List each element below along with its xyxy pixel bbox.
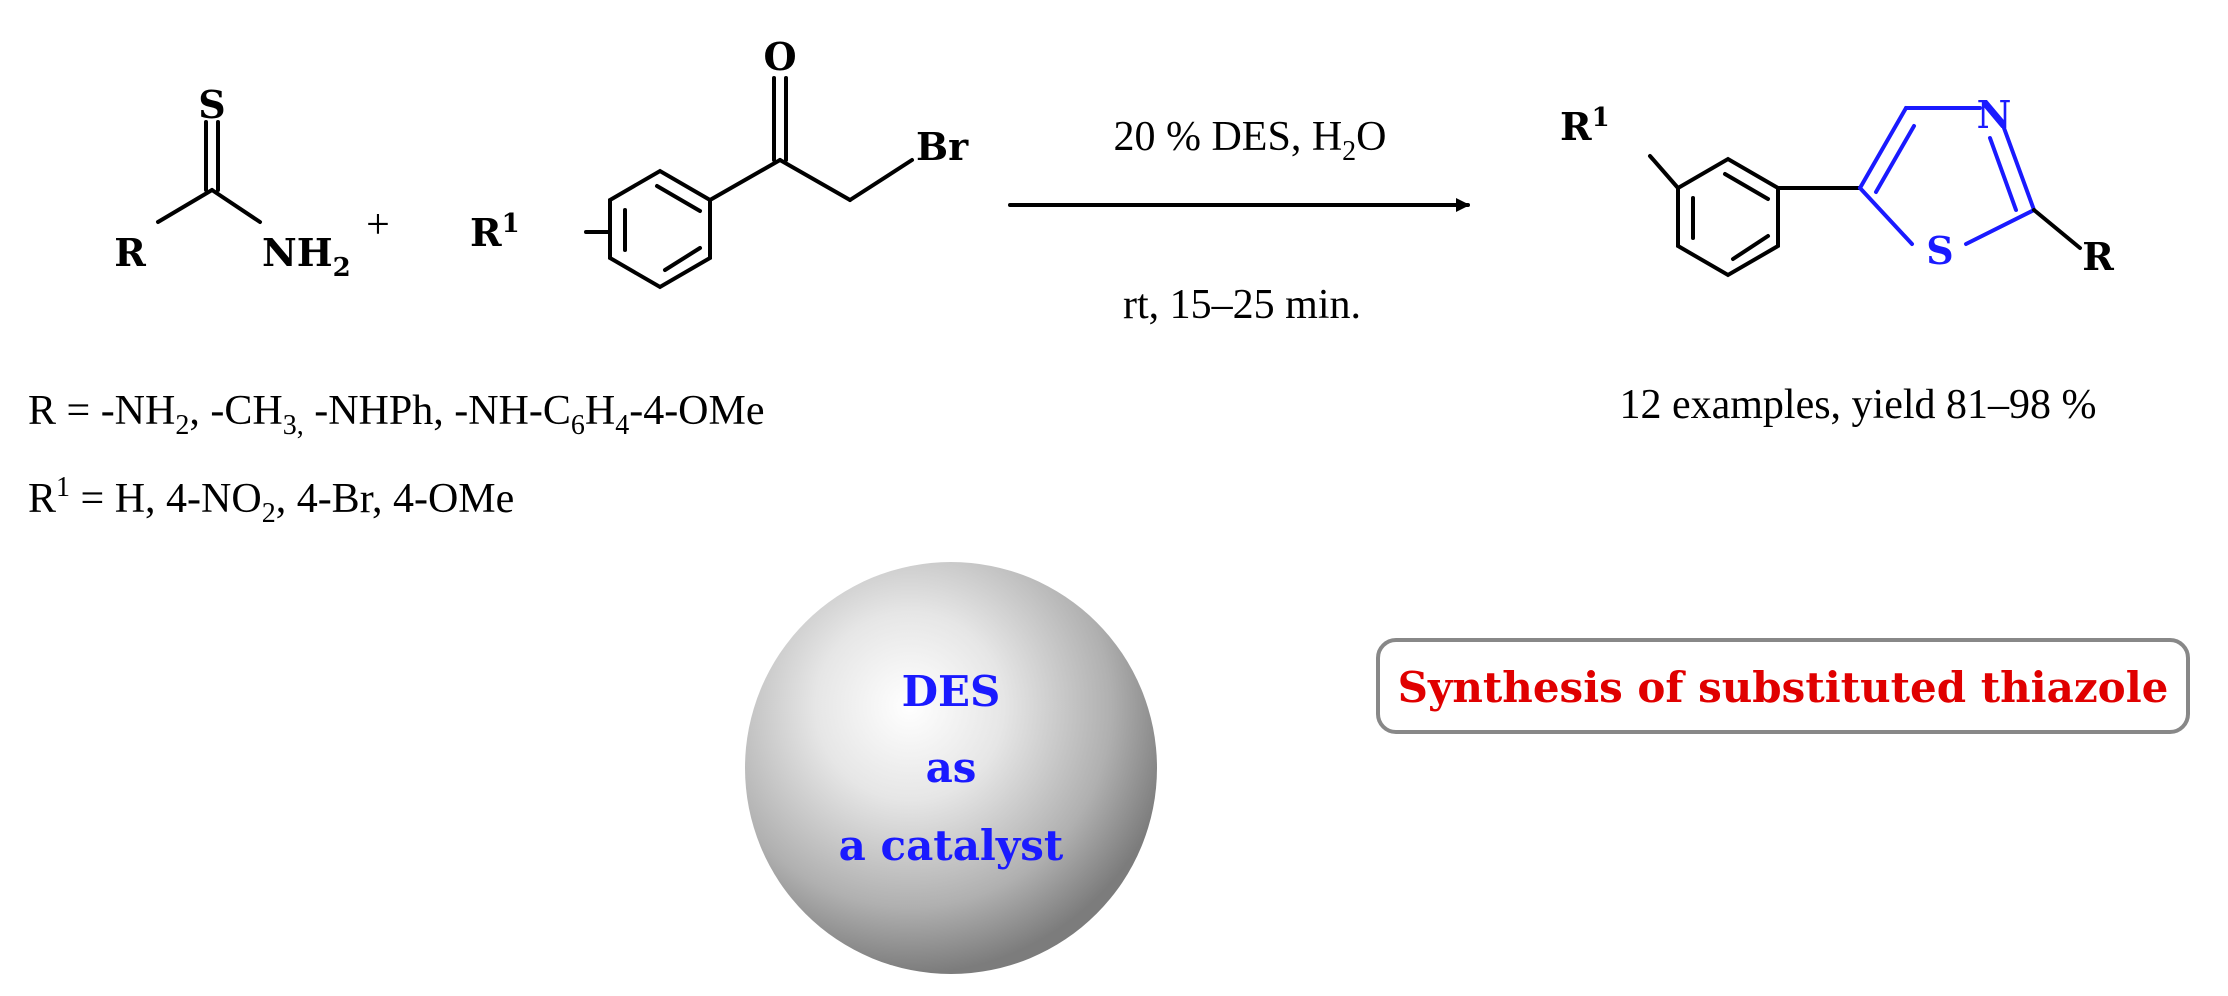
catalyst-line-1: DES [902,667,1001,716]
label-box-border [1376,638,2190,734]
sphere-shape [745,562,1157,974]
bond-r-c [156,188,214,224]
thioamide-structure: S R NH2 [114,82,351,283]
sulfur-atom: S [198,82,225,127]
catalyst-line-3: a catalyst [839,821,1064,870]
plus-sign: + [366,202,390,248]
bond-ring-carbonyl [708,158,782,202]
r1-substituent: R1 [470,209,520,255]
synthesis-label-text: Synthesis of substituted thiazole [1398,663,2169,712]
thiazole-n-c2-double [1988,136,2018,212]
yield-text: 12 examples, yield 81–98 % [1619,382,2096,428]
product-bond-r [2032,208,2082,250]
benzene-ring [608,168,712,290]
amine-atom: NH2 [262,230,351,283]
product-r-group: R [2082,234,2114,279]
bromine-atom: Br [916,124,969,169]
r-substituent-list: R = -NH2, -CH3, -NHPh, -NH-C6H4-4-OMe [28,388,765,441]
product-ring-double-3 [1731,234,1770,261]
synthesis-label-box: Synthesis of substituted thiazole [1376,638,2190,734]
oxygen-atom: O [763,34,796,79]
bond-ch2-br [848,158,914,202]
thiazole-n-c2 [2002,126,2036,212]
catalyst-line-2: as [926,743,977,792]
thiazole-c2-s [1964,208,2036,246]
thiazole-c5-c4-double [1874,124,1916,194]
ring-double-bond-3 [663,246,702,272]
catalyst-sphere: DES as a catalyst [745,562,1157,974]
conditions-top: 20 % DES, H2O [1113,114,1386,167]
r-group-atom: R [114,230,146,275]
thiazole-nitrogen: N [1977,92,2012,137]
thiazole-c5-c4 [1858,106,1908,190]
ring-double-bond-1 [655,184,702,213]
product-ring-double-1 [1723,172,1770,201]
conditions-bottom: rt, 15–25 min. [1123,282,1361,328]
product-r1-substituent: R1 [1560,103,1610,149]
thiazole-product-structure: R1 N S R [1560,92,2114,279]
reaction-arrow-group: 20 % DES, H2O rt, 15–25 min. [1008,114,1470,328]
bromoacetophenone-structure: O Br R1 [470,34,969,290]
thiazole-s-c5 [1858,186,1914,246]
bond-c-n [210,188,262,224]
product-bond-r1 [1648,154,1680,190]
r1-substituent-list: R1 = H, 4-NO2, 4-Br, 4-OMe [28,472,514,529]
thiazole-sulfur: S [1926,228,1953,273]
product-benzene-ring [1676,156,1780,278]
bond-c-ch2 [778,158,852,202]
